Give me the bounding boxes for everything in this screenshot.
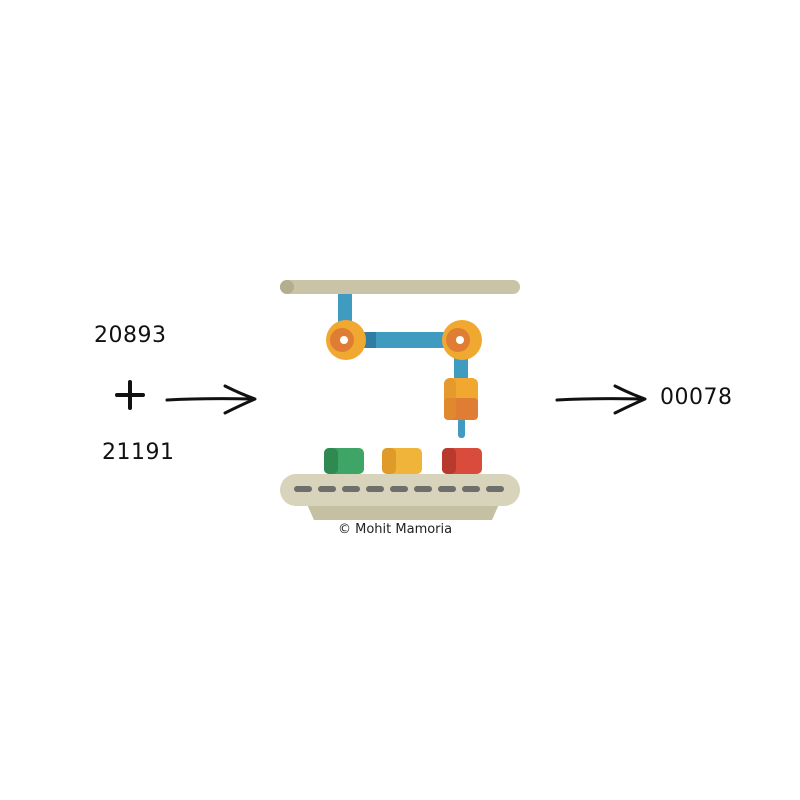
gripper-head	[444, 378, 478, 420]
top-rail	[280, 280, 520, 294]
output-arrow-icon	[555, 384, 647, 415]
credit-text: © Mohit Mamoria	[338, 522, 453, 537]
conveyor-base	[306, 502, 500, 520]
joint-right	[442, 320, 482, 360]
box-orange	[382, 448, 422, 474]
robotic-arm-conveyor-illustration	[280, 280, 520, 520]
input-number-a: 20893	[94, 323, 167, 348]
box-green	[324, 448, 364, 474]
input-arrow-icon	[165, 384, 257, 415]
input-number-b: 21191	[102, 440, 175, 465]
output-number: 00078	[660, 385, 733, 410]
box-red	[442, 448, 482, 474]
joint-left	[326, 320, 366, 360]
plus-icon	[112, 377, 148, 413]
conveyor-dashes	[294, 486, 504, 492]
